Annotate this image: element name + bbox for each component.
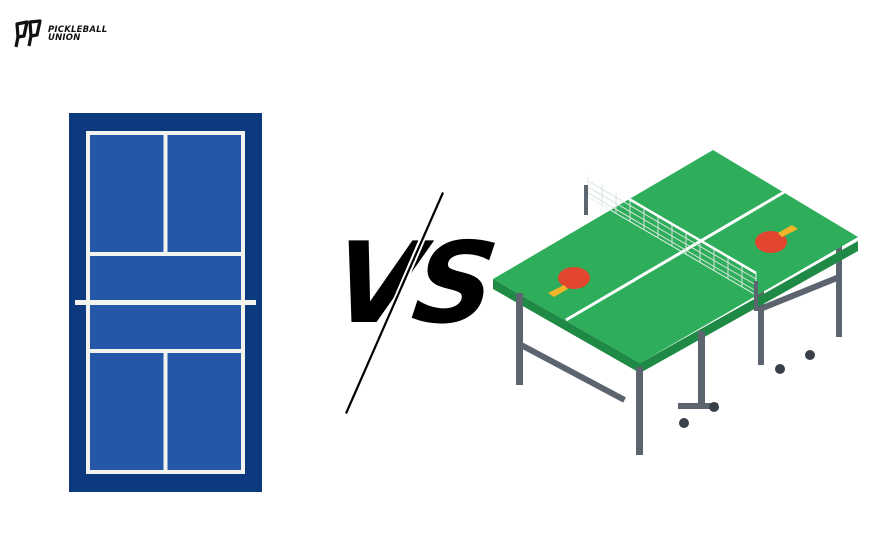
brand-name-line2: UNION xyxy=(48,33,81,43)
ping-pong-table-icon xyxy=(493,150,858,455)
pickleball-court-icon xyxy=(69,113,262,492)
court-net xyxy=(75,300,256,305)
brand-name: PICKLEBALL UNION xyxy=(48,25,108,43)
pickleball-union-mark-icon xyxy=(14,19,42,48)
table-edge xyxy=(493,241,858,373)
table-legs-back xyxy=(758,237,842,374)
table-center-line xyxy=(565,189,787,322)
table-legs-front xyxy=(516,293,719,455)
ping-pong-paddle-left xyxy=(548,267,590,297)
brand-logo[interactable]: PICKLEBALL UNION xyxy=(12,18,107,50)
brand-name-line1: PICKLEBALL xyxy=(48,25,108,35)
ping-pong-paddle-right xyxy=(755,225,798,253)
table-net xyxy=(584,173,758,311)
versus-slash-icon xyxy=(344,190,446,415)
